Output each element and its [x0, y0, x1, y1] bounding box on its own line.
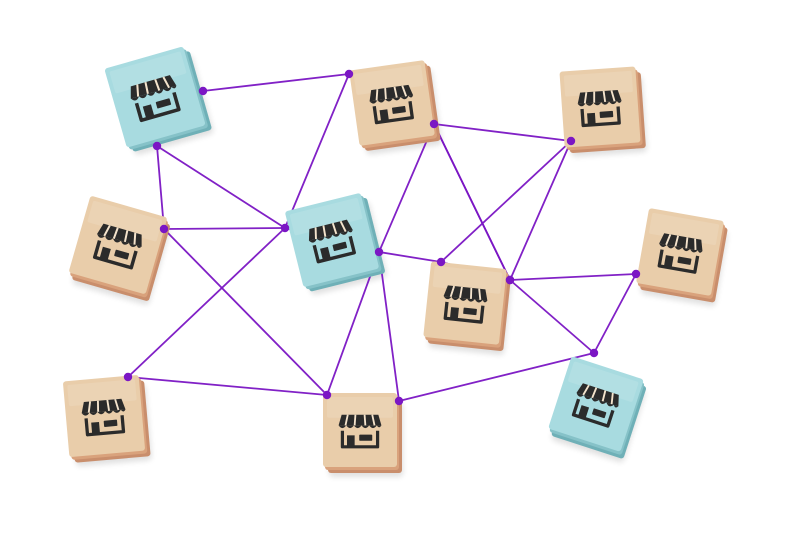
- block-bottom-center: [323, 393, 402, 473]
- network-link: [509, 140, 572, 281]
- network-link: [433, 123, 572, 142]
- block-right: [636, 208, 728, 303]
- network-link: [284, 73, 350, 229]
- block-bottom-left: [63, 375, 151, 463]
- network-node: [566, 136, 576, 146]
- network-nodes: [123, 69, 641, 406]
- network-node: [429, 119, 439, 129]
- network-node: [589, 348, 599, 358]
- network-node: [394, 396, 404, 406]
- network-node: [631, 269, 641, 279]
- network-link: [156, 145, 165, 230]
- network-node: [152, 141, 162, 151]
- block-top-right: [559, 66, 646, 153]
- network-link: [398, 352, 595, 402]
- network-node: [436, 257, 446, 267]
- network-node: [344, 69, 354, 79]
- network-node: [159, 224, 169, 234]
- block-bottom-right: [548, 356, 647, 459]
- network-link: [378, 251, 442, 263]
- network-link: [433, 123, 511, 281]
- store-blocks: [63, 46, 728, 473]
- block-top-left: [104, 46, 212, 152]
- network-link: [163, 227, 286, 230]
- network-node: [123, 372, 133, 382]
- block-mid-right: [423, 261, 511, 351]
- block-top-center: [349, 60, 441, 151]
- network-link: [593, 273, 637, 354]
- network-node: [198, 86, 208, 96]
- network-link: [378, 123, 435, 253]
- network-link: [163, 228, 328, 396]
- network-node: [280, 223, 290, 233]
- network-node: [505, 275, 515, 285]
- network-link: [127, 376, 328, 396]
- network-link: [378, 251, 400, 402]
- network-link: [202, 73, 350, 92]
- network-node: [374, 247, 384, 257]
- network-link: [156, 145, 286, 229]
- block-mid-left: [69, 196, 170, 301]
- network-link: [509, 279, 595, 354]
- network-link: [127, 227, 286, 378]
- network-link: [440, 140, 572, 263]
- network-node: [322, 390, 332, 400]
- network-link: [509, 273, 637, 281]
- block-center: [285, 193, 385, 292]
